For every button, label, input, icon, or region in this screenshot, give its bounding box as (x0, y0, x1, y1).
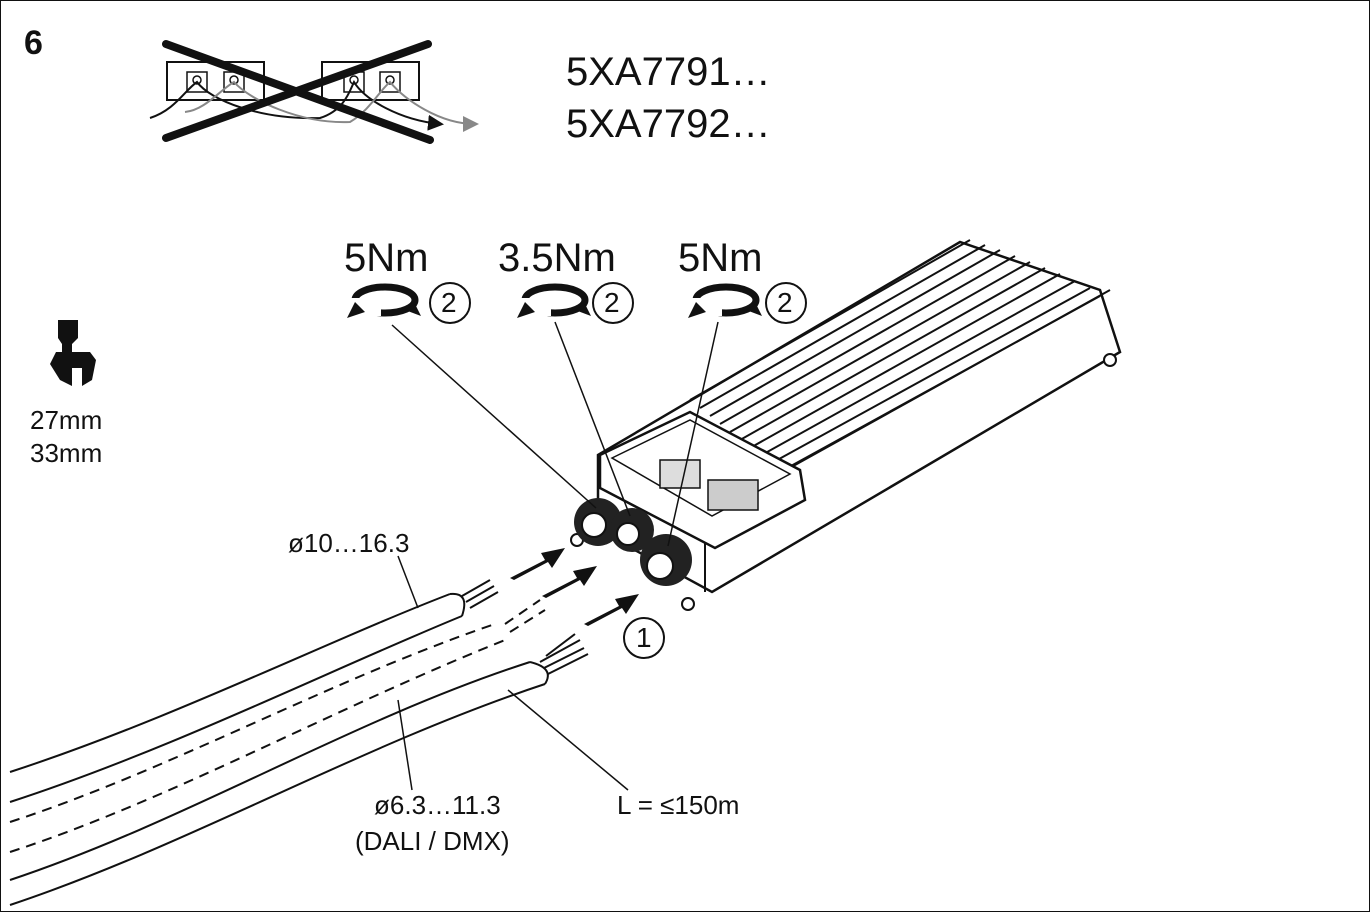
torque-label-2: 3.5Nm (498, 236, 616, 280)
wrench-size-2: 33mm (30, 438, 103, 468)
wrench-size-1: 27mm (30, 405, 103, 435)
step-circle-1 (623, 617, 665, 659)
torque-label-1: 5Nm (344, 236, 429, 280)
step-2b-label: 2 (604, 287, 620, 318)
length-cable (9, 633, 589, 906)
step-circle-2a (429, 282, 471, 324)
cable-length: L = ≤150m (617, 790, 740, 820)
step-circle-2b (592, 282, 634, 324)
step-2a-label: 2 (441, 287, 457, 318)
rotate-icon-1 (347, 287, 421, 318)
step-number: 6 (24, 24, 43, 62)
control-cable-diameter: ø6.3…11.3 (374, 790, 501, 820)
power-cable (9, 579, 499, 803)
control-cable-type: (DALI / DMX) (355, 826, 510, 856)
step-2c-label: 2 (777, 287, 793, 318)
power-cable-diameter: ø10…16.3 (288, 528, 410, 558)
insertion-arrows (510, 548, 639, 626)
driver-housing (570, 239, 1122, 611)
label-leaders (397, 555, 629, 791)
cable-gland-3 (640, 534, 692, 586)
rotate-icon-3 (688, 287, 762, 318)
step-1-label: 1 (636, 622, 652, 653)
model-number-2: 5XA7792… (566, 102, 771, 146)
model-number-1: 5XA7791… (566, 50, 771, 94)
rotate-icon-2 (517, 287, 591, 318)
control-cable (9, 599, 546, 853)
prohibited-icon (149, 40, 479, 144)
leader-lines (391, 321, 719, 547)
step-circle-2c (765, 282, 807, 324)
cable-gland-1 (574, 498, 622, 546)
torque-label-3: 5Nm (678, 236, 763, 280)
cable-gland-2 (610, 508, 654, 552)
wrench-icon (50, 320, 96, 386)
